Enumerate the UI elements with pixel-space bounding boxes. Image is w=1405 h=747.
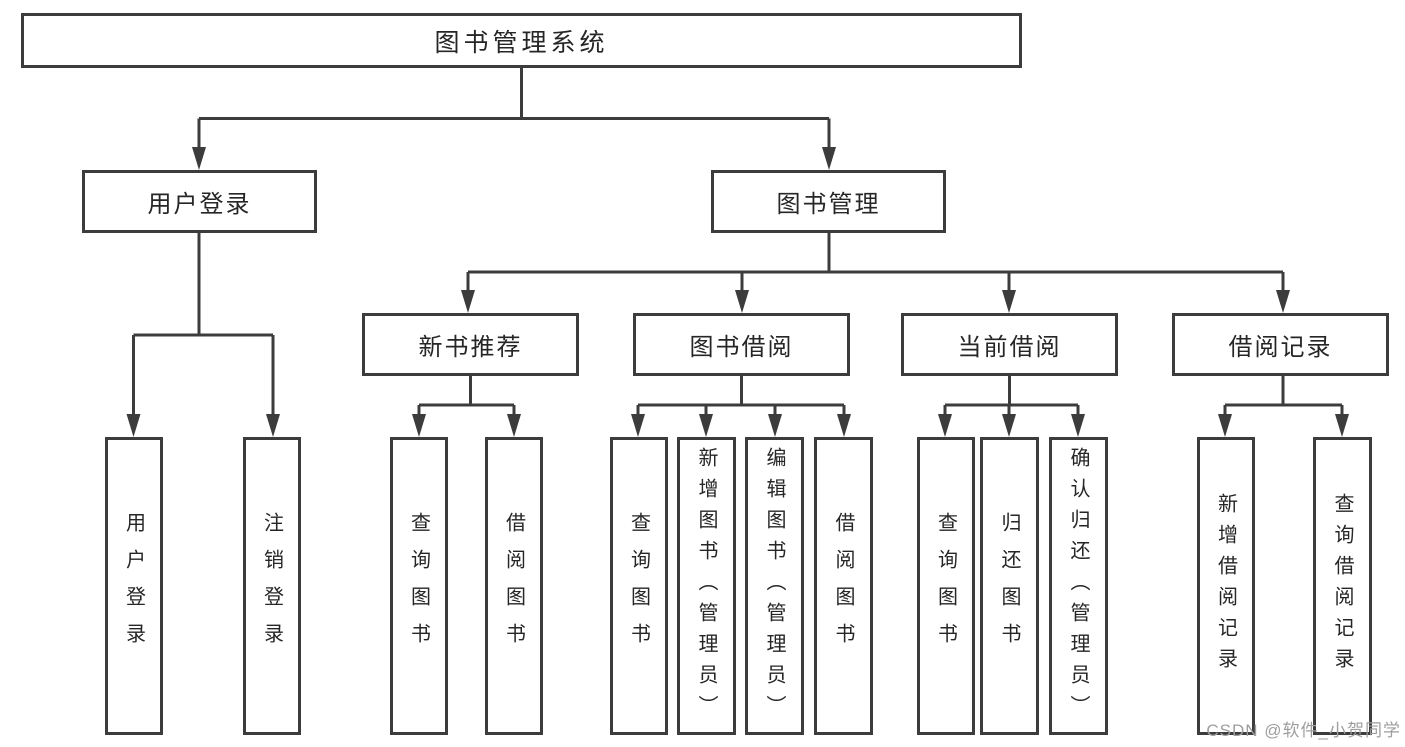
arrowhead bbox=[822, 147, 836, 170]
arrowhead bbox=[1002, 414, 1016, 437]
arrowheads bbox=[126, 147, 1349, 437]
node-borrow-records: 借阅记录 bbox=[1172, 313, 1389, 376]
leaf-current-return-book: 归还图书 bbox=[980, 437, 1039, 735]
arrowhead bbox=[507, 414, 521, 437]
leaf-user-login: 用户登录 bbox=[105, 437, 163, 735]
node-current-borrow: 当前借阅 bbox=[901, 313, 1118, 376]
leaf-current-confirm-return-admin: 确认归还（管理员） bbox=[1049, 437, 1108, 735]
node-book-management: 图书管理 bbox=[711, 170, 946, 233]
arrowhead bbox=[192, 147, 206, 170]
arrowhead bbox=[412, 414, 426, 437]
arrowhead bbox=[768, 414, 782, 437]
leaf-newbooks-borrow-book: 借阅图书 bbox=[485, 437, 543, 735]
leaf-borrow-borrow-book: 借阅图书 bbox=[814, 437, 873, 735]
node-root-system: 图书管理系统 bbox=[21, 13, 1022, 68]
arrowhead bbox=[126, 414, 141, 437]
leaf-borrow-query-book: 查询图书 bbox=[610, 437, 668, 735]
arrowhead bbox=[461, 290, 475, 313]
leaf-borrow-add-book-admin: 新增图书（管理员） bbox=[677, 437, 736, 735]
arrowhead bbox=[631, 414, 645, 437]
arrowhead bbox=[1276, 290, 1290, 313]
arrowhead bbox=[1218, 414, 1232, 437]
node-new-book-recommend: 新书推荐 bbox=[362, 313, 579, 376]
leaf-records-add-record: 新增借阅记录 bbox=[1197, 437, 1255, 735]
arrowhead bbox=[735, 290, 749, 313]
leaf-borrow-edit-book-admin: 编辑图书（管理员） bbox=[745, 437, 804, 735]
arrowhead bbox=[938, 414, 952, 437]
arrowhead bbox=[1002, 290, 1016, 313]
node-user-login: 用户登录 bbox=[82, 170, 317, 233]
arrowhead bbox=[1335, 414, 1349, 437]
leaf-current-query-book: 查询图书 bbox=[917, 437, 975, 735]
leaf-records-query-record: 查询借阅记录 bbox=[1313, 437, 1372, 735]
arrowhead bbox=[266, 414, 280, 437]
arrowhead bbox=[837, 414, 851, 437]
arrowhead bbox=[699, 414, 713, 437]
csdn-watermark: CSDN @软件_小贺同学 bbox=[1206, 721, 1401, 740]
node-book-borrow: 图书借阅 bbox=[633, 313, 850, 376]
leaf-newbooks-query-book: 查询图书 bbox=[390, 437, 448, 735]
leaf-logout: 注销登录 bbox=[243, 437, 301, 735]
arrowhead bbox=[1071, 414, 1085, 437]
